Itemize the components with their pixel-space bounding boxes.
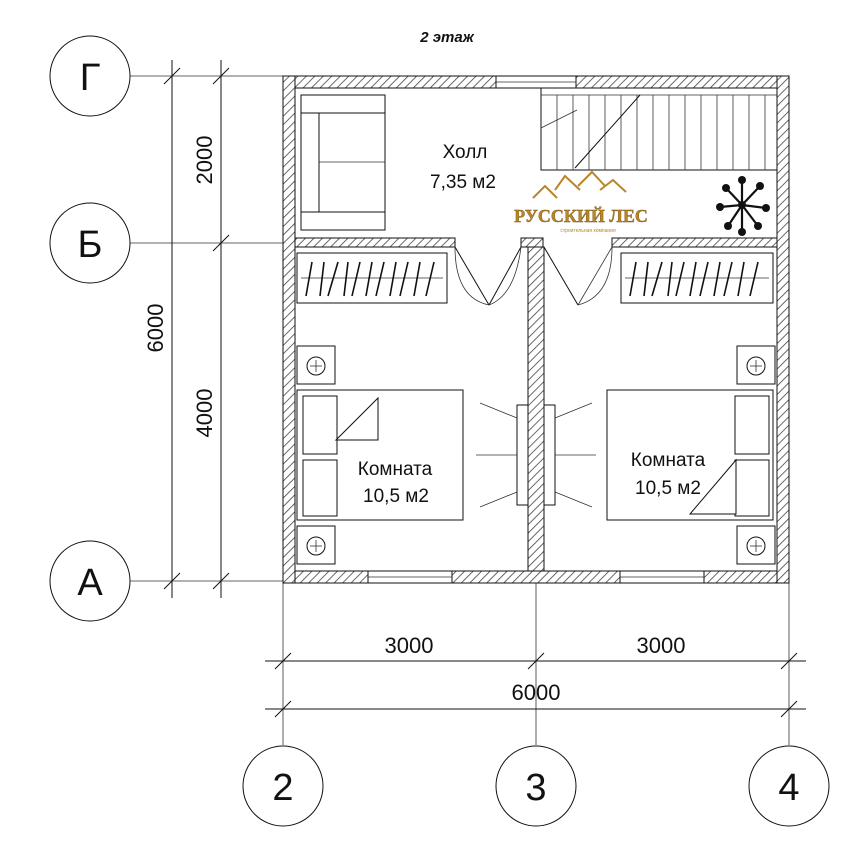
wardrobe-left (296, 252, 448, 304)
nightstand-left-top (296, 345, 336, 385)
axis-col-2: 2 (242, 745, 324, 827)
axis-row-b: Б (49, 202, 131, 284)
doors (454, 246, 613, 306)
sofa (300, 94, 386, 231)
axis-row-g: Г (49, 35, 131, 117)
dim-left-total: 6000 (143, 304, 168, 353)
wardrobe-right (620, 252, 774, 304)
bed-left (296, 389, 464, 521)
axis-label-2: 2 (272, 767, 293, 809)
logo-subtitle: строительная компания (560, 228, 616, 234)
room-right-name: Комната (631, 450, 706, 471)
hall-area: 7,35 м2 (430, 172, 496, 193)
bed-right (606, 389, 774, 521)
nightstand-left-bottom (296, 525, 336, 565)
axis-label-4: 4 (778, 767, 799, 809)
staircase (540, 87, 778, 171)
hall-name: Холл (443, 142, 488, 163)
axis-label-a: А (77, 562, 103, 604)
logo-name: РУССКИЙ ЛЕС (514, 205, 648, 226)
room-right-area: 10,5 м2 (635, 478, 701, 499)
room-left-area: 10,5 м2 (363, 486, 429, 507)
axis-label-3: 3 (525, 767, 546, 809)
left-dimensions: 2000 4000 6000 (143, 60, 230, 598)
axis-label-b: Б (78, 224, 103, 266)
tv-units (476, 402, 596, 508)
plan-title: 2 этаж (419, 29, 474, 46)
nightstand-right-top (736, 345, 776, 385)
dim-left-top: 2000 (192, 136, 217, 185)
dim-bottom-left: 3000 (385, 633, 434, 658)
axis-row-a: А (49, 540, 131, 622)
room-left-name: Комната (358, 459, 433, 480)
axis-col-3: 3 (495, 745, 577, 827)
brand-logo: РУССКИЙ ЛЕС строительная компания (514, 170, 648, 234)
dim-bottom-right: 3000 (637, 633, 686, 658)
plant-icon (716, 176, 770, 236)
dim-left-bottom: 4000 (192, 389, 217, 438)
windows (367, 75, 705, 584)
axis-label-g: Г (80, 57, 101, 99)
dim-bottom-total: 6000 (512, 680, 561, 705)
axis-col-4: 4 (748, 745, 830, 827)
nightstand-right-bottom (736, 525, 776, 565)
bottom-dimensions: 3000 3000 6000 (265, 581, 806, 745)
